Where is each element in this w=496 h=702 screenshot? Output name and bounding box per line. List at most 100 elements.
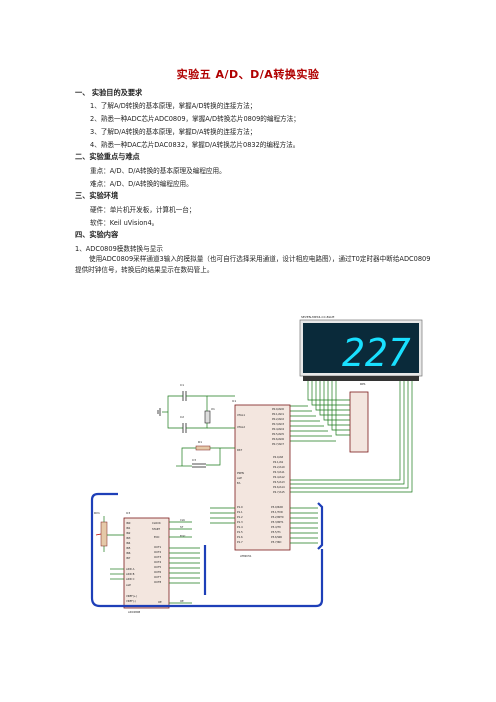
svg-text:ADD C: ADD C [126,577,135,581]
svg-text:OUT1: OUT1 [154,545,162,549]
rp1-label: RP1 [360,382,366,386]
svg-text:P2.0/A8: P2.0/A8 [273,455,283,459]
section-heading-env: 三、实验环境 [75,191,119,200]
r1-resistor [195,445,211,451]
svg-text:OUT3: OUT3 [154,555,162,559]
c1-capacitor [182,391,187,401]
svg-text:P1.1: P1.1 [237,510,243,514]
display-screen [303,323,419,373]
svg-text:P0.1/AD1: P0.1/AD1 [272,412,284,416]
svg-text:P3.1/TXD: P3.1/TXD [271,510,283,514]
page-title: 实验五 A/D、D/A转换实验 [176,68,320,81]
svg-text:OUT5: OUT5 [154,565,162,569]
svg-text:ADD B: ADD B [126,572,135,576]
svg-text:P3.2/INT0: P3.2/INT0 [271,515,284,519]
section-heading-focus: 二、实验重点与难点 [75,152,140,161]
c2-capacitor [182,423,187,433]
pin-rst: RST [237,448,242,452]
svg-text:P1.7: P1.7 [237,540,243,544]
c3-label: C3 [192,458,196,462]
pin-xtal2: XTAL2 [237,425,245,429]
u1-part-number: AT89C51 [240,554,252,558]
c2-label: C2 [180,415,184,419]
u1-label: U1 [232,399,236,403]
pin-ale: ALE [237,476,242,480]
data-bus-right [317,502,324,550]
svg-text:P1.6: P1.6 [237,535,243,539]
svg-text:START: START [152,527,160,531]
display-digits: 227 [342,331,411,375]
focus-item: 难点：A/D、D/A转换的编程应用。 [90,180,193,188]
display-label: SEVEN-MPX4-CC-BLUE [301,315,334,319]
display-wires [290,381,413,493]
section-heading-content: 四、实验内容 [75,230,119,239]
svg-text:P3.3/INT1: P3.3/INT1 [271,520,284,524]
svg-text:IN6: IN6 [126,551,131,555]
u3-adc-body [123,517,170,609]
svg-text:P0.2/AD2: P0.2/AD2 [272,417,284,421]
svg-text:P3.6/WR: P3.6/WR [271,535,282,539]
svg-text:P0.3/AD3: P0.3/AD3 [272,422,284,426]
u3-part-number: ADC0808 [128,610,141,614]
u3-output-pin-labels: CLOCK START EOC OUT1 OUT2 OUT3 OUT4 OUT5… [152,521,162,604]
adc-net-labels: CLK ST EOC OE [180,518,186,603]
svg-text:OE: OE [180,599,184,603]
svg-text:IN4: IN4 [126,541,131,545]
svg-text:EOC: EOC [180,534,186,538]
svg-text:P0.4/AD4: P0.4/AD4 [272,427,284,431]
svg-text:ADD A: ADD A [126,567,135,571]
svg-text:P0.5/AD5: P0.5/AD5 [272,432,284,436]
crystal-wires [162,395,235,429]
u1-p0-pin-labels: P0.0/AD0 P0.1/AD1 P0.2/AD2 P0.3/AD3 P0.4… [272,407,284,446]
p0-wires [290,405,336,442]
u1-p2-pin-labels: P2.0/A8 P2.1/A9 P2.2/A10 P2.3/A11 P2.4/A… [273,455,285,494]
svg-text:P1.3: P1.3 [237,520,243,524]
crystal [204,410,211,424]
rv1-wires [103,516,124,580]
svg-text:P1.4: P1.4 [237,525,243,529]
content-paragraph: 使用ADC0809采样通道3输入的模拟量（也可自行选择采用通道，设计相应电路图）… [75,255,431,274]
u1-p3-pin-labels: P3.0/RXD P3.1/TXD P3.2/INT0 P3.3/INT1 P3… [271,505,284,544]
u3-label: U3 [126,511,130,515]
pin-xtal1: XTAL1 [237,413,245,417]
goal-item: 1、了解A/D转换的基本原理，掌握A/D转换的连接方法； [90,102,257,110]
svg-text:IN1: IN1 [126,526,131,530]
goal-item: 4、熟悉一种DAC芯片DAC0832，掌握D/A转换芯片0832的编程方法。 [90,141,300,149]
svg-text:P3.0/RXD: P3.0/RXD [271,505,283,509]
svg-text:CLOCK: CLOCK [152,521,161,525]
pin-psen: PSEN [237,471,244,475]
svg-text:IN7: IN7 [126,556,131,560]
svg-text:P1.5: P1.5 [237,530,243,534]
svg-text:P2.2/A10: P2.2/A10 [273,465,285,469]
svg-text:OUT7: OUT7 [154,575,162,579]
svg-text:OUT2: OUT2 [154,550,162,554]
svg-text:P0.6/AD6: P0.6/AD6 [272,437,284,441]
svg-text:P1.2: P1.2 [237,515,243,519]
svg-text:P2.3/A11: P2.3/A11 [273,470,285,474]
svg-text:ALE: ALE [126,583,131,587]
svg-text:IN5: IN5 [126,546,131,550]
svg-text:VREF(+): VREF(+) [126,594,137,598]
goal-item: 2、熟悉一种ADC芯片ADC0809，掌握A/D转换芯片0809的编程方法； [90,115,300,123]
u3-ref-pin-labels: VREF(+) VREF(-) [126,594,137,603]
svg-text:IN0: IN0 [126,521,131,525]
c3-capacitor [192,463,206,468]
reset-wires [176,447,235,467]
goal-item: 3、了解D/A转换的基本原理，掌握D/A转换的连接方法； [90,128,257,136]
u1-mcu-body [234,404,291,551]
svg-text:CLK: CLK [180,518,185,522]
svg-text:OUT6: OUT6 [154,570,162,574]
rv1-label: RV1 [94,511,100,515]
focus-item: 重点：A/D、D/A转换的基本原理及编程应用。 [90,167,226,175]
display-pin-header [303,376,419,381]
pin-ea: EA [237,481,241,485]
u3-input-pin-labels: IN0 IN1 IN2 IN3 IN4 IN5 IN6 IN7 [126,521,131,560]
svg-text:P1.0: P1.0 [237,505,243,509]
data-bus-loop [90,492,324,608]
rv1-potentiometer [100,521,108,547]
svg-text:EOC: EOC [154,535,160,539]
content-subheading: 1、ADC0809模数转换与显示 [75,245,163,253]
u3-address-pin-labels: ADD A ADD B ADD C ALE [126,567,135,587]
